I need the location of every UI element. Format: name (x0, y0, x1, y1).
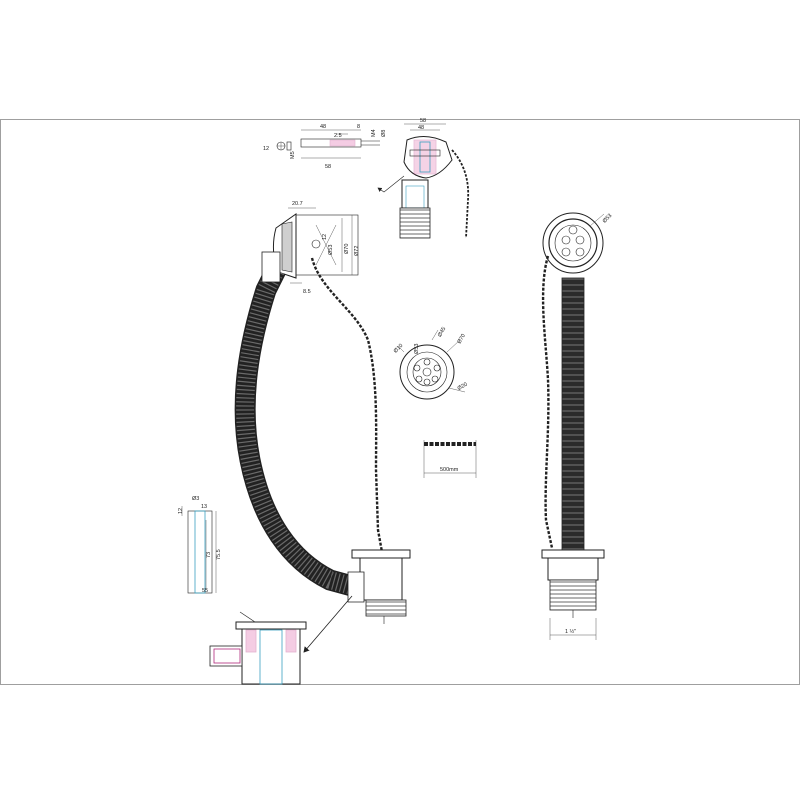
dim-label-12: 12 (263, 146, 269, 152)
dim-label-12: 12 (178, 508, 184, 514)
valve-detail: 58 48 (377, 118, 470, 239)
dim-label-d53: Ø53 (602, 213, 614, 225)
dim-label-d8: Ø8 (381, 130, 387, 137)
dim-label-d70: Ø70 (344, 244, 350, 254)
dim-label-m5: M5 (290, 151, 296, 159)
dim-label-d72: Ø72 (354, 246, 360, 256)
dim-label-58: 58 (420, 118, 426, 124)
chain-left (310, 257, 384, 553)
waste-cross-section (209, 595, 353, 685)
chain-right (541, 255, 554, 549)
chain-length-detail: 500mm (423, 440, 477, 478)
dim-label-d3: Ø3 (192, 496, 199, 502)
dim-label-d20: Ø20 (457, 382, 469, 392)
plug-detail: Ø45 Ø10 Ø53 Ø70 Ø20 (393, 326, 469, 400)
dim-label-55: 55 (202, 588, 208, 594)
flex-hose (234, 251, 355, 597)
dim-label-8-5: 8.5 (303, 289, 311, 295)
dim-label-8: 8 (357, 124, 360, 130)
dim-label-13: 13 (201, 504, 207, 510)
chain-length-label: 500mm (440, 467, 459, 473)
dim-label-m4: M4 (371, 129, 377, 137)
dim-label-48: 48 (418, 125, 424, 131)
dim-label-d10: Ø10 (393, 343, 405, 355)
dim-label-75-5: 75.5 (216, 549, 222, 560)
waste-assembly-left (347, 549, 411, 624)
thread-size-label: 1 ½" (565, 628, 576, 635)
waste-section-dims: 12 Ø3 13 73 75.5 55 (178, 496, 222, 594)
dim-label-d45: Ø45 (437, 326, 447, 338)
dim-label-d53: Ø53 (414, 344, 420, 354)
dim-label-58: 58 (325, 164, 331, 170)
dim-label-73: 73 (206, 552, 212, 558)
dim-label-12: 12 (322, 234, 328, 240)
overflow-head: 20.7 Ø53 12 Ø70 Ø72 8.5 (272, 201, 360, 295)
dim-label-d70: Ø70 (457, 333, 467, 345)
dim-label-48: 48 (320, 124, 326, 130)
dim-label-d53: Ø53 (328, 245, 334, 255)
screw-detail: 12 M5 48 2.5 8 M4 Ø8 58 (263, 124, 387, 170)
dim-label-2-5: 2.5 (334, 133, 342, 139)
dim-label-20-7: 20.7 (292, 201, 303, 207)
side-view: Ø53 1 ½" (541, 212, 614, 640)
